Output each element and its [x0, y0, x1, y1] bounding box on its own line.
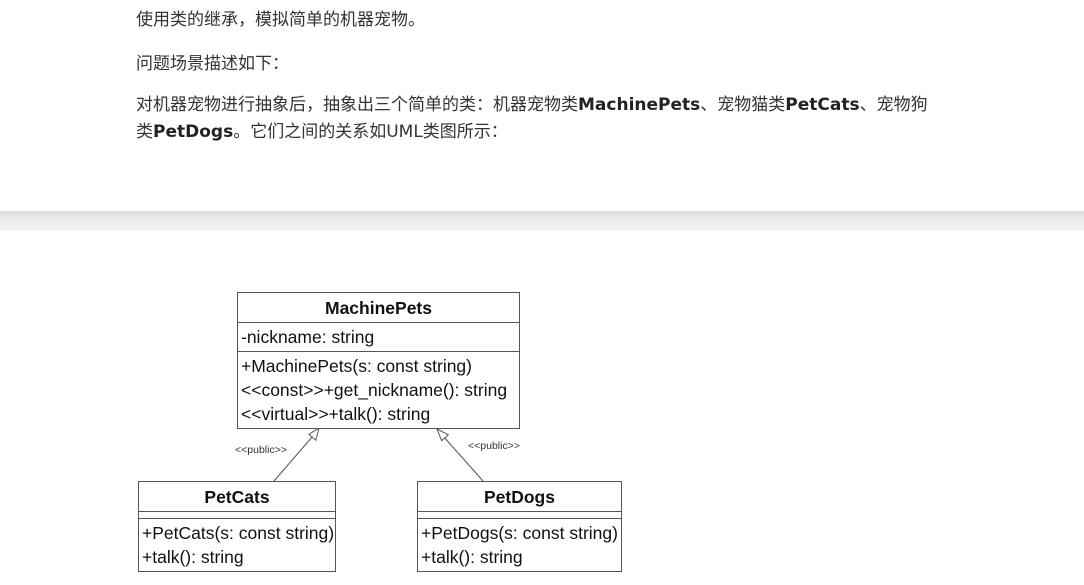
desc-text: 。它们之间的关系如UML类图所示：: [233, 122, 508, 142]
operation-talk: +talk(): string: [142, 547, 244, 567]
class-name-petcats: PetCats: [785, 95, 860, 115]
operation-constructor: +PetDogs(s: const string): [421, 523, 618, 543]
uml-class-petcats: PetCats +PetCats(s: const string) +talk(…: [138, 481, 336, 572]
desc-text: 对机器宠物进行抽象后，抽象出三个简单的类：机器宠物类: [136, 95, 578, 115]
inheritance-arrowhead-petdogs: [436, 427, 450, 442]
class-title: PetDogs: [418, 482, 621, 512]
operation-constructor: +PetCats(s: const string): [142, 523, 335, 543]
attributes-section: [139, 512, 335, 519]
section-divider: [0, 211, 1084, 231]
operations-section: +PetDogs(s: const string) +talk(): strin…: [418, 519, 621, 571]
intro-text: 使用类的继承，模拟简单的机器宠物。: [136, 10, 425, 30]
class-name-machinepets: MachinePets: [578, 95, 701, 115]
inheritance-arrowhead-petcats: [308, 426, 320, 442]
inheritance-line-petdogs: [442, 435, 484, 482]
intro-paragraph: 使用类的继承，模拟简单的机器宠物。: [136, 6, 425, 34]
scenario-heading: 问题场景描述如下：: [136, 50, 289, 78]
scenario-text: 问题场景描述如下：: [136, 54, 289, 74]
desc-text: 类: [136, 122, 153, 142]
attribute-nickname: -nickname: string: [241, 327, 375, 347]
stereotype-label-public-right: <<public>>: [468, 440, 520, 452]
inheritance-line-petcats: [273, 435, 314, 482]
operations-section: +PetCats(s: const string) +talk(): strin…: [139, 519, 335, 571]
desc-text: 、宠物狗: [859, 95, 928, 115]
desc-text: 、宠物猫类: [700, 95, 786, 115]
operation-get-nickname: <<const>>+get_nickname(): string: [241, 380, 508, 400]
uml-class-machinepets: MachinePets -nickname: string +MachinePe…: [237, 292, 520, 429]
attributes-section: -nickname: string: [238, 323, 519, 352]
stereotype-label-public-left: <<public>>: [235, 444, 287, 456]
attributes-section: [418, 512, 621, 519]
class-description-line-2: 类PetDogs。它们之间的关系如UML类图所示：: [136, 118, 508, 146]
class-name-petdogs: PetDogs: [153, 122, 234, 142]
operation-constructor: +MachinePets(s: const string): [241, 356, 472, 376]
class-description-line-1: 对机器宠物进行抽象后，抽象出三个简单的类：机器宠物类MachinePets、宠物…: [136, 91, 928, 119]
uml-class-petdogs: PetDogs +PetDogs(s: const string) +talk(…: [417, 481, 622, 572]
class-title: MachinePets: [238, 293, 519, 323]
operation-talk: <<virtual>>+talk(): string: [241, 404, 431, 424]
class-title: PetCats: [139, 482, 335, 512]
operation-talk: +talk(): string: [421, 547, 523, 567]
operations-section: +MachinePets(s: const string) <<const>>+…: [238, 352, 519, 428]
